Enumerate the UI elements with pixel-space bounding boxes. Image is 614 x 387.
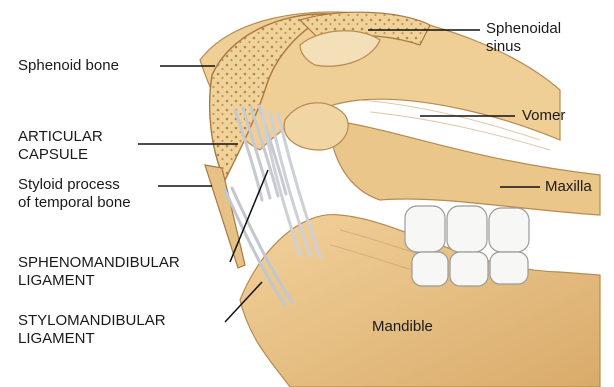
label-styloid-process-line2: of temporal bone xyxy=(18,194,131,212)
lower-teeth xyxy=(412,252,528,286)
label-sphenoid-bone: Sphenoid bone xyxy=(18,57,119,75)
condyle-shape xyxy=(284,103,348,150)
label-articular-capsule-line1: ARTICULAR xyxy=(18,128,103,146)
label-sphenoidal-sinus-line1: Sphenoidal xyxy=(486,20,561,38)
label-vomer: Vomer xyxy=(522,107,565,125)
upper-teeth xyxy=(405,206,529,252)
styloid-process-shape xyxy=(205,165,245,268)
label-sphenomandibular-ligament-line1: SPHENOMANDIBULAR xyxy=(18,254,180,272)
label-sphenomandibular-ligament-line2: LIGAMENT xyxy=(18,272,95,290)
label-sphenoidal-sinus-line2: sinus xyxy=(486,38,521,56)
label-articular-capsule-line2: CAPSULE xyxy=(18,146,88,164)
label-mandible: Mandible xyxy=(372,318,433,336)
label-styloid-process-line1: Styloid process xyxy=(18,176,120,194)
label-stylomandibular-ligament-line1: STYLOMANDIBULAR xyxy=(18,312,166,330)
label-maxilla: Maxilla xyxy=(545,178,592,196)
label-stylomandibular-ligament-line2: LIGAMENT xyxy=(18,330,95,348)
